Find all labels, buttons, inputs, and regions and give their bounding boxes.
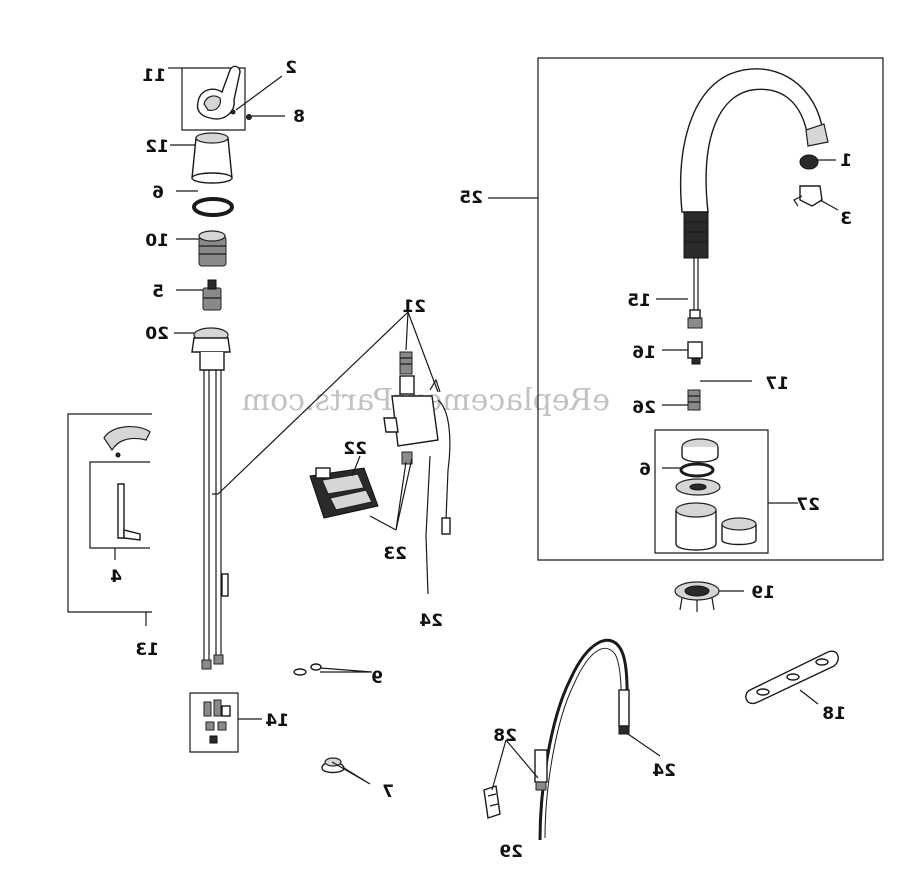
label-27: 27 [796,495,820,515]
label-5: 5 [152,282,164,302]
label-13: 13 [135,640,159,660]
label-24a: 24 [419,611,443,631]
mount-part-3 [793,185,823,207]
screw-part-2 [230,109,236,115]
lever-part-13 [103,426,151,458]
battery-pack-part-22 [309,467,379,519]
label-28: 28 [493,726,517,746]
deck-plate-part-18 [745,650,839,705]
aerator-part-1 [799,154,819,170]
label-23: 23 [383,544,407,564]
cartridge-part-5 [202,279,222,311]
o-ring-part-6 [192,197,234,217]
labels: 11 2 8 12 6 10 5 20 4 13 14 9 7 21 22 23… [110,58,852,862]
box-14 [189,692,239,753]
label-3: 3 [840,209,852,229]
label-24b: 24 [652,761,676,781]
clip-part-29 [483,785,501,819]
label-19: 19 [751,583,775,603]
label-10: 10 [145,231,169,251]
label-2: 2 [285,58,297,78]
connector-part-16 [687,341,703,365]
label-29: 29 [499,842,523,862]
label-16: 16 [632,343,656,363]
label-9: 9 [371,668,383,688]
clip-part-7 [321,757,345,774]
box-25 [537,57,884,561]
label-6a: 6 [152,183,164,203]
box-11 [181,67,246,131]
label-17: 17 [765,374,789,394]
label-1: 1 [840,151,852,171]
leader-lines [114,67,839,791]
rod-part-4 [117,483,141,541]
valve-body-part-20 [191,327,231,670]
screw-part-8 [246,114,252,120]
label-20: 20 [145,324,169,344]
fittings-part-14 [203,699,231,744]
label-25: 25 [459,188,483,208]
clip-part-9 [293,663,322,676]
label-6b: 6 [639,460,651,480]
label-12: 12 [145,137,169,157]
label-26: 26 [632,398,656,418]
label-22: 22 [343,439,367,459]
connector-part-15 [687,309,703,329]
box-4-inner [89,461,150,549]
label-8: 8 [293,107,305,127]
base-part-19 [674,581,720,612]
valve-part-26 [687,389,701,411]
label-18: 18 [822,704,846,724]
box-27 [654,429,769,554]
box-13 [67,413,152,613]
pull-out-hose [534,638,630,841]
cap-part-12 [191,132,233,184]
label-11: 11 [142,66,166,86]
hub-part-27 [675,438,757,551]
control-box-part-21 [383,351,451,535]
label-14: 14 [265,711,289,731]
label-4: 4 [110,567,122,587]
label-21: 21 [402,297,426,317]
handle-part-11 [196,65,241,120]
spout-part-25 [679,68,829,318]
label-7: 7 [382,782,394,802]
label-15: 15 [627,291,651,311]
nut-part-10 [198,230,227,267]
